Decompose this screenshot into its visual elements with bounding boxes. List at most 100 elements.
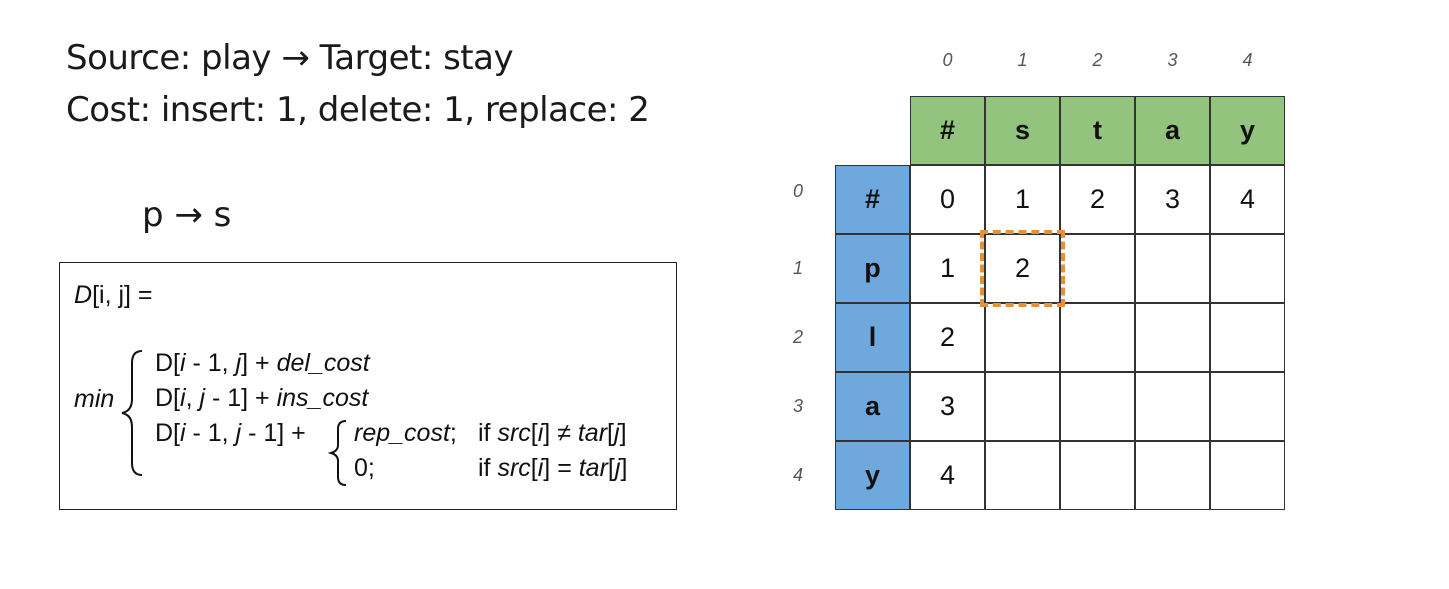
dp-cell	[1135, 441, 1210, 510]
target-header-cell: a	[1135, 96, 1210, 165]
dp-cell	[1060, 441, 1135, 510]
t1e: ] +	[241, 349, 277, 377]
t2e: - 1] +	[205, 384, 277, 412]
dp-cell	[1060, 303, 1135, 372]
lhs-args: [i, j]	[92, 281, 131, 309]
min-text: min	[74, 385, 115, 413]
source-header-cell: a	[835, 372, 910, 441]
case1-semi: ;	[449, 419, 457, 447]
source-header-cell: p	[835, 234, 910, 303]
c2c: [	[530, 454, 538, 482]
c2g: [	[607, 454, 615, 482]
dp-cell: 1	[985, 165, 1060, 234]
case1-cost: rep_cost	[354, 419, 450, 447]
t1a: D[	[155, 349, 180, 377]
current-step-label: p → s	[142, 195, 232, 235]
term-insert: D[i, j - 1] + ins_cost	[155, 384, 368, 413]
dp-cell	[1060, 234, 1135, 303]
recurrence-formula-box: D[i, j] = min D[i - 1, j] + del_cost D[i…	[59, 262, 677, 510]
term-delete: D[i - 1, j] + del_cost	[155, 349, 370, 378]
min-label: min	[74, 385, 114, 414]
col-index: 0	[942, 50, 953, 70]
dp-cell	[1135, 303, 1210, 372]
col-index: 2	[1092, 50, 1103, 70]
dp-cell	[985, 303, 1060, 372]
c1h: j	[614, 419, 620, 447]
target-header-cell: t	[1060, 96, 1135, 165]
t2d: j	[199, 384, 206, 412]
c1f: tar	[577, 419, 608, 447]
c1b: src	[497, 419, 531, 447]
row-index: 3	[792, 396, 803, 416]
c1c: [	[530, 419, 538, 447]
col-index: 3	[1167, 50, 1178, 70]
current-cell-highlight	[980, 230, 1065, 307]
dp-cell	[1210, 372, 1285, 441]
big-brace-icon	[121, 350, 143, 476]
c1i: ]	[619, 419, 627, 447]
t1f: del_cost	[276, 349, 370, 377]
case-rep-cost: rep_cost;	[354, 419, 457, 448]
case-rep-condition: if src[i] ≠ tar[j]	[478, 419, 627, 448]
t3d: j	[235, 419, 242, 447]
case-zero-condition: if src[i] = tar[j]	[478, 454, 627, 483]
c1a: if	[478, 419, 498, 447]
dp-cell	[985, 441, 1060, 510]
t1d: j	[235, 349, 242, 377]
dp-cell: 0	[910, 165, 985, 234]
c2d: i	[537, 454, 544, 482]
row-index: 0	[792, 181, 803, 201]
source-header-cell: #	[835, 165, 910, 234]
target-header-cell: y	[1210, 96, 1285, 165]
dp-cell: 2	[910, 303, 985, 372]
dp-cell	[985, 372, 1060, 441]
case-zero-cost: 0;	[354, 454, 375, 483]
t1c: - 1,	[185, 349, 236, 377]
lhs-d: D	[74, 281, 93, 309]
c2h: j	[614, 454, 621, 482]
c2i: ]	[620, 454, 628, 482]
dp-cell: 3	[910, 372, 985, 441]
dp-cell	[1210, 303, 1285, 372]
c2e: ] =	[543, 454, 579, 482]
source-header-cell: l	[835, 303, 910, 372]
row-index: 2	[792, 327, 803, 347]
dp-cell	[1135, 372, 1210, 441]
dp-cell	[1210, 234, 1285, 303]
dp-cell: 2	[1060, 165, 1135, 234]
source-header-cell: y	[835, 441, 910, 510]
cost-title: Cost: insert: 1, delete: 1, replace: 2	[66, 90, 650, 130]
col-index: 4	[1242, 50, 1253, 70]
c1d: i	[537, 419, 544, 447]
dp-cell: 1	[910, 234, 985, 303]
dp-cell	[1060, 372, 1135, 441]
source-target-title: Source: play → Target: stay	[66, 38, 514, 78]
dp-cell: 4	[910, 441, 985, 510]
c1g: [	[607, 419, 614, 447]
dp-cell: 4	[1210, 165, 1285, 234]
term-replace: D[i - 1, j - 1] +	[155, 419, 306, 448]
t2b: i	[180, 384, 186, 412]
t3e: - 1] +	[241, 419, 306, 447]
target-header-cell: #	[910, 96, 985, 165]
t3a: D[	[155, 419, 180, 447]
t3b: i	[180, 419, 186, 447]
t3c: - 1,	[185, 419, 236, 447]
case2-cost: 0;	[354, 454, 375, 482]
c2b: src	[497, 454, 531, 482]
dp-cell	[1210, 441, 1285, 510]
dp-cell: 3	[1135, 165, 1210, 234]
dp-cell-highlighted: 2	[985, 234, 1060, 303]
formula-lhs: D[i, j] =	[74, 281, 153, 310]
t2a: D[	[155, 384, 180, 412]
t2f: ins_cost	[276, 384, 369, 412]
c2a: if	[478, 454, 498, 482]
col-index: 1	[1017, 50, 1028, 70]
t2c: ,	[185, 384, 200, 412]
lhs-eq: =	[130, 281, 153, 309]
row-index: 1	[792, 258, 803, 278]
dp-cell	[1135, 234, 1210, 303]
c2f: tar	[578, 454, 608, 482]
t1b: i	[180, 349, 186, 377]
c1e: ] ≠	[543, 419, 578, 447]
